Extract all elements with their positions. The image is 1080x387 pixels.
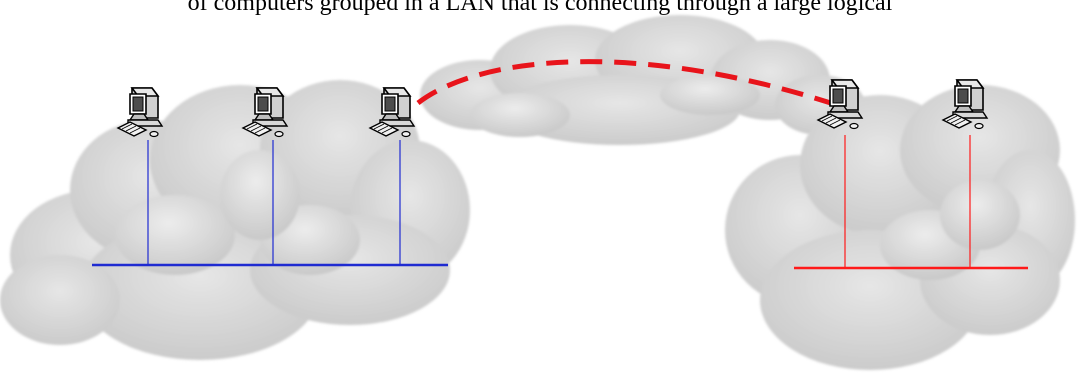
right-lan [794, 135, 1028, 270]
caption-strip: of computers grouped in a LAN that is co… [0, 0, 1080, 26]
caption-text: of computers grouped in a LAN that is co… [187, 0, 893, 16]
left-lan [92, 140, 448, 267]
wan-link [416, 59, 841, 109]
right-cloud [725, 85, 1075, 370]
wan-cloud [420, 15, 865, 145]
